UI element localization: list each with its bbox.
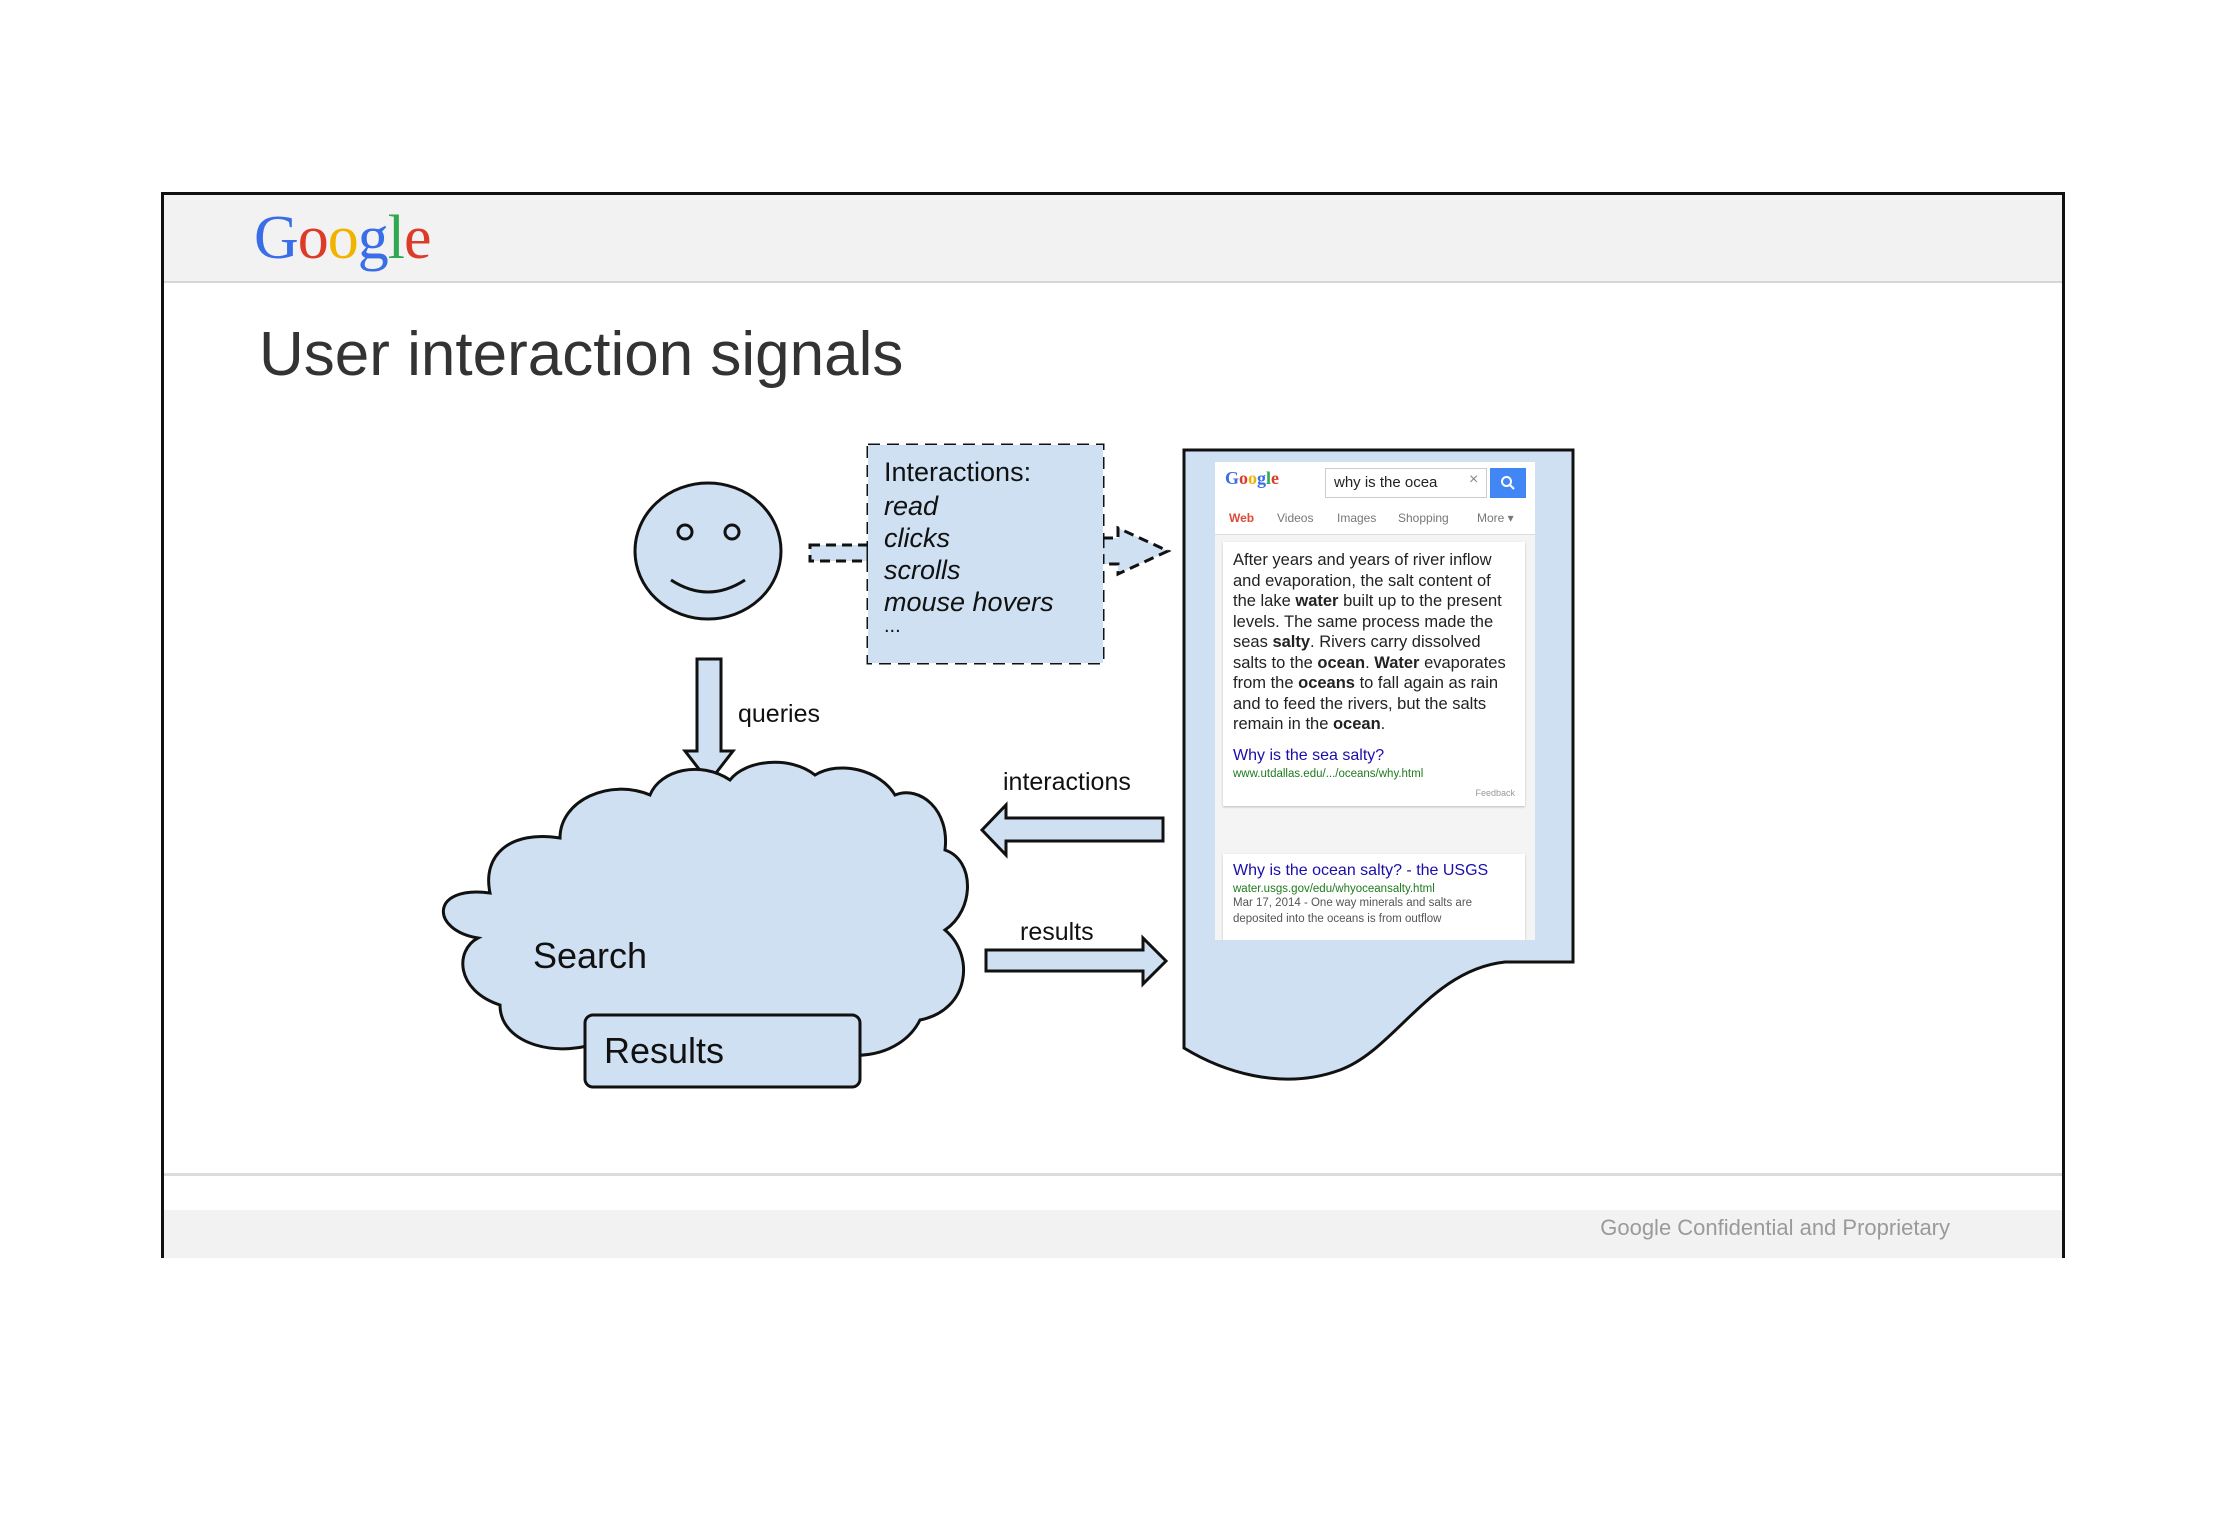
phone-top-bar: Google why is the ocea × [1215, 462, 1535, 504]
answer-url: www.utdallas.edu/.../oceans/why.html [1233, 767, 1424, 780]
answer-bold-term: ocean [1317, 653, 1366, 672]
answer-text-part: . Rivers carry dissolved salts to the [1233, 633, 1481, 672]
queries-down-arrow [681, 657, 737, 785]
logo-letter: G [254, 204, 299, 272]
interactions-heading: Interactions: [884, 457, 1032, 487]
slide-frame: Google User interaction signals Google C… [161, 192, 2065, 1258]
phone-logo-letter: o [1248, 468, 1258, 488]
phone-logo-letter: e [1271, 468, 1280, 488]
phone-logo-letter: g [1257, 468, 1267, 488]
results-right-arrow [984, 934, 1169, 988]
tab-shopping[interactable]: Shopping [1398, 511, 1449, 525]
user-to-interactions-dashed-connector [808, 543, 870, 563]
answer-bold-term: salty [1272, 633, 1311, 651]
tab-videos[interactable]: Videos [1277, 511, 1314, 525]
interaction-item-read: read [884, 491, 939, 521]
result-snippet: Mar 17, 2014 - One way minerals and salt… [1233, 897, 1473, 925]
tab-web[interactable]: Web [1229, 511, 1255, 525]
answer-text-part: to fall again as rain and to feed the ri… [1233, 674, 1499, 733]
logo-letter: l [387, 204, 405, 272]
interactions-left-arrow [979, 801, 1165, 859]
answer-bold-term: water [1295, 592, 1339, 610]
results-box [583, 1013, 862, 1089]
logo-letter: e [404, 204, 432, 272]
tab-more[interactable]: More ▾ [1477, 511, 1514, 525]
interaction-item-mouse-hovers: mouse hovers [884, 587, 1054, 617]
phone-logo-letter: G [1225, 468, 1240, 488]
cloud-search-label: Search [533, 935, 647, 976]
results-box-label: Results [604, 1030, 724, 1071]
footer-confidential-text: Google Confidential and Proprietary [1600, 1215, 1950, 1240]
answer-bold-term: ocean [1332, 715, 1381, 733]
answer-text-part: . [1380, 715, 1386, 733]
answer-text-part: . [1365, 653, 1375, 672]
answer-text-part: built up to the present levels. The same… [1233, 592, 1502, 651]
user-smiley-icon [633, 481, 783, 621]
answer-bold-term: oceans [1298, 674, 1355, 692]
interactions-box: Interactions: read clicks scrolls mouse … [868, 445, 1103, 663]
result-url: water.usgs.gov/edu/whyoceansalty.html [1233, 883, 1435, 895]
interaction-item-ellipsis: ... [884, 615, 901, 637]
phone-logo-letter: o [1239, 468, 1249, 488]
answer-text-part: evaporates from the [1233, 653, 1506, 693]
answer-card: After years and years of river inflow an… [1223, 542, 1525, 806]
clear-icon[interactable]: × [1469, 471, 1479, 488]
results-label: results [1020, 918, 1094, 946]
search-icon [1501, 475, 1515, 490]
result-title-link[interactable]: Why is the ocean salty? - the USGS [1233, 862, 1489, 879]
footer-divider [164, 1173, 2062, 1176]
search-cloud [441, 760, 969, 1073]
header-band: Google [164, 195, 2062, 283]
phone-search-screenshot: Google why is the ocea × Web Videos Imag… [1215, 462, 1535, 940]
phone-search-input[interactable]: why is the ocea [1325, 468, 1487, 498]
answer-link[interactable]: Why is the sea salty? [1233, 746, 1385, 764]
google-logo: Google [254, 203, 432, 274]
answer-bold-term: Water [1374, 653, 1420, 672]
logo-letter: o [297, 204, 329, 272]
answer-text-part: After years and years of river inflow an… [1233, 551, 1492, 610]
answer-text: After years and years of river inflow an… [1233, 550, 1515, 735]
phone-logo-letter: l [1266, 468, 1272, 488]
interaction-item-clicks: clicks [884, 523, 950, 553]
logo-letter: g [357, 204, 389, 272]
interactions-label: interactions [1003, 768, 1131, 796]
phone-google-logo: Google [1225, 468, 1279, 489]
phone-tabs: Web Videos Images Shopping More ▾ [1215, 504, 1535, 535]
queries-label: queries [738, 700, 820, 728]
interaction-item-scrolls: scrolls [884, 555, 961, 585]
search-button[interactable] [1490, 468, 1526, 498]
slide-title: User interaction signals [259, 320, 904, 389]
interactions-to-phone-dashed-arrow [1101, 525, 1172, 577]
result-card: Why is the ocean salty? - the USGS water… [1223, 854, 1525, 940]
footer-band [164, 1210, 2062, 1258]
tab-images[interactable]: Images [1337, 511, 1377, 525]
logo-letter: o [327, 204, 359, 272]
feedback-link[interactable]: Feedback [1475, 787, 1515, 798]
